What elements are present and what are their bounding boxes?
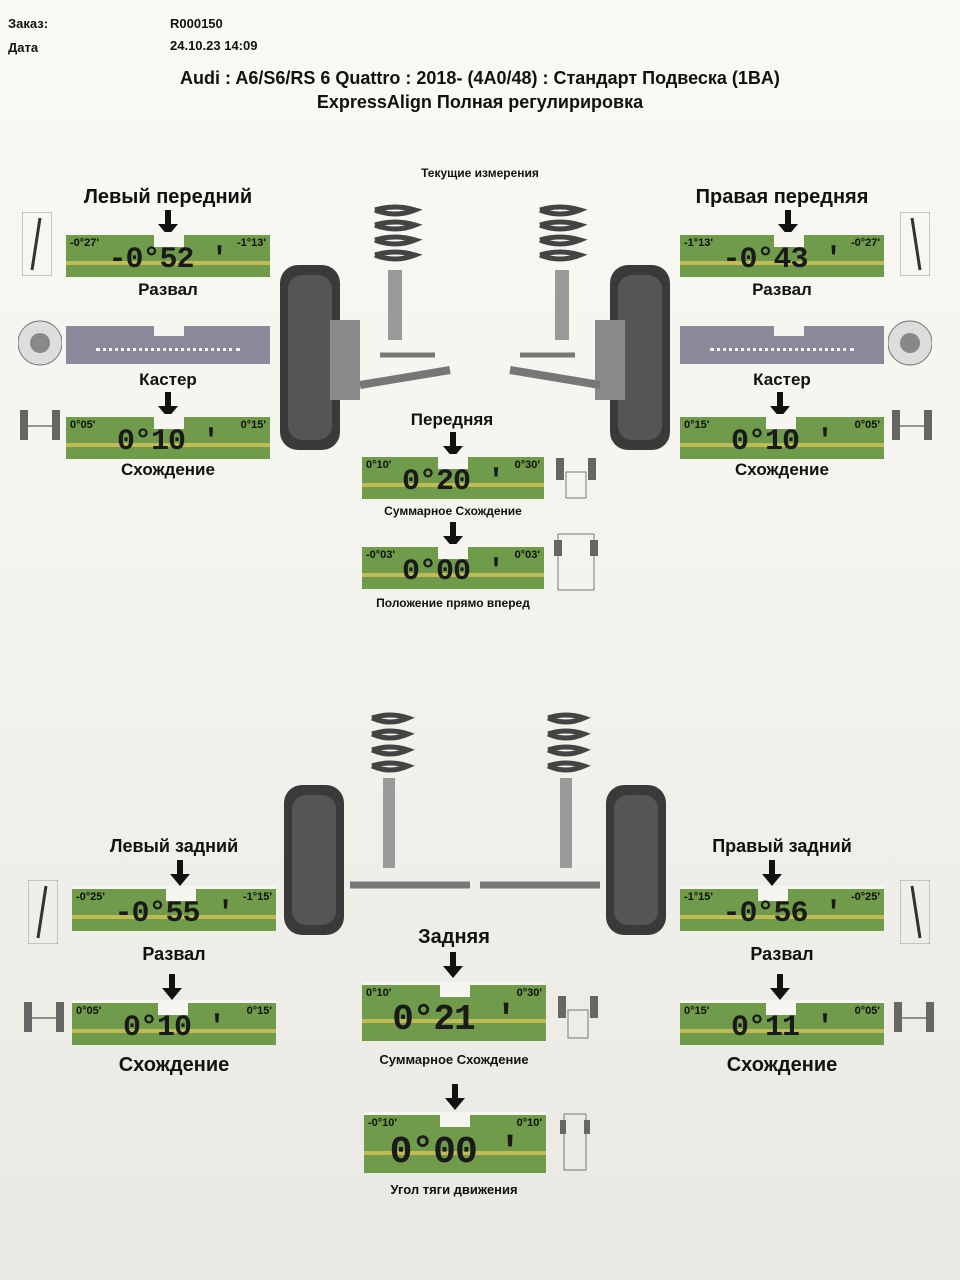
rear-left-toe-panel: 0°05' 0°15' 0°10 ' bbox=[72, 1000, 276, 1045]
rear-left-toe-caption: Схождение bbox=[118, 1054, 230, 1076]
caster-diagram-icon bbox=[888, 320, 932, 366]
caster-diagram-icon bbox=[18, 320, 62, 366]
total-toe-diagram-icon bbox=[556, 458, 596, 499]
rear-total-toe-panel: 0°10' 0°30' 0°21 ' bbox=[362, 982, 546, 1041]
front-left-title: Левый передний bbox=[83, 186, 253, 208]
straight-ahead-caption: Положение прямо вперед bbox=[376, 596, 530, 610]
front-right-camber-panel: -1°13' -0°27' -0°43 ' bbox=[680, 232, 884, 277]
rear-left-camber-caption: Развал bbox=[142, 944, 206, 964]
rear-right-toe-caption: Схождение bbox=[726, 1054, 838, 1076]
thrust-angle-caption: Угол тяги движения bbox=[390, 1182, 518, 1197]
camber-diagram-icon bbox=[900, 212, 930, 276]
front-left-camber-min: -0°27' bbox=[70, 237, 100, 249]
straight-ahead-value: 0°00 ' bbox=[401, 555, 505, 589]
thrust-angle-value: 0°00 ' bbox=[389, 1131, 522, 1173]
front-right-camber-caption: Развал bbox=[752, 280, 812, 299]
straight-ahead-min: -0°03' bbox=[366, 549, 396, 561]
rear-right-camber-value: -0°56 ' bbox=[722, 897, 842, 931]
rear-total-toe-min: 0°10' bbox=[366, 987, 392, 999]
order-number: R000150 bbox=[170, 16, 223, 31]
straight-ahead-panel: -0°03' 0°03' 0°00 ' bbox=[362, 544, 544, 589]
rear-left-camber-value: -0°55 ' bbox=[114, 897, 234, 931]
date-label: Дата bbox=[8, 40, 39, 55]
rear-right-camber-panel: -1°15' -0°25' -0°56 ' bbox=[680, 886, 884, 931]
straight-ahead-max: 0°03' bbox=[514, 549, 540, 561]
front-suspension-illustration bbox=[280, 204, 670, 450]
rear-left-camber-panel: -0°25' -1°15' -0°55 ' bbox=[72, 886, 276, 931]
straight-ahead-diagram-icon bbox=[554, 533, 598, 591]
front-left-camber-caption: Развал bbox=[138, 280, 198, 299]
rear-right-title: Правый задний bbox=[712, 836, 852, 856]
front-right-caster-panel bbox=[680, 326, 884, 364]
rear-total-toe-max: 0°30' bbox=[516, 987, 542, 999]
rear-right-toe-panel: 0°15' 0°05' 0°11 ' bbox=[680, 1000, 884, 1045]
camber-diagram-icon bbox=[900, 880, 930, 944]
front-left-toe-caption: Схождение bbox=[121, 460, 215, 479]
toe-diagram-icon bbox=[24, 1002, 64, 1032]
front-right-toe-value: 0°10 ' bbox=[730, 425, 834, 459]
front-total-toe-caption: Суммарное Схождение bbox=[384, 504, 522, 518]
rear-right-toe-max: 0°05' bbox=[854, 1005, 880, 1017]
front-total-toe-value: 0°20 ' bbox=[401, 465, 505, 499]
date-value: 24.10.23 14:09 bbox=[170, 38, 258, 53]
front-left-toe-value: 0°10 ' bbox=[116, 425, 220, 459]
thrust-angle-diagram-icon bbox=[560, 1113, 590, 1171]
front-left-toe-panel: 0°05' 0°15' 0°10 ' bbox=[66, 414, 270, 459]
front-right-toe-panel: 0°15' 0°05' 0°10 ' bbox=[680, 414, 884, 459]
front-left-camber-value: -0°52 ' bbox=[108, 243, 228, 277]
front-total-toe-panel: 0°10' 0°30' 0°20 ' bbox=[362, 454, 544, 499]
rear-left-title: Левый задний bbox=[109, 836, 239, 856]
front-left-toe-max: 0°15' bbox=[240, 419, 266, 431]
rear-axle-label: Задняя bbox=[418, 926, 490, 948]
rear-right-toe-min: 0°15' bbox=[684, 1005, 710, 1017]
front-left-caster-panel bbox=[66, 326, 270, 364]
front-right-camber-min: -1°13' bbox=[684, 237, 714, 249]
thrust-angle-panel: -0°10' 0°10' 0°00 ' bbox=[364, 1112, 546, 1173]
front-right-toe-min: 0°15' bbox=[684, 419, 710, 431]
front-left-caster-caption: Кастер bbox=[139, 370, 197, 389]
rear-left-toe-value: 0°10 ' bbox=[122, 1011, 226, 1045]
front-axle-label: Передняя bbox=[410, 410, 494, 429]
front-right-toe-max: 0°05' bbox=[854, 419, 880, 431]
thrust-angle-min: -0°10' bbox=[368, 1117, 398, 1129]
front-right-caster-caption: Кастер bbox=[753, 370, 811, 389]
procedure-title: ExpressAlign Полная регулирировка bbox=[316, 92, 644, 112]
thrust-angle-max: 0°10' bbox=[516, 1117, 542, 1129]
front-total-toe-max: 0°30' bbox=[514, 459, 540, 471]
front-total-toe-min: 0°10' bbox=[366, 459, 392, 471]
rear-left-camber-min: -0°25' bbox=[76, 891, 106, 903]
rear-right-toe-value: 0°11 ' bbox=[730, 1011, 834, 1045]
front-right-camber-value: -0°43 ' bbox=[722, 243, 842, 277]
front-left-camber-panel: -0°27' -1°13' -0°52 ' bbox=[66, 232, 270, 277]
front-left-toe-min: 0°05' bbox=[70, 419, 96, 431]
front-right-toe-caption: Схождение bbox=[735, 460, 829, 479]
rear-total-toe-caption: Суммарное Схождение bbox=[379, 1052, 529, 1067]
vehicle-title: Audi : A6/S6/RS 6 Quattro : 2018- (4A0/4… bbox=[180, 68, 780, 88]
rear-left-toe-max: 0°15' bbox=[246, 1005, 272, 1017]
toe-diagram-icon bbox=[20, 410, 60, 440]
rear-right-camber-caption: Развал bbox=[750, 944, 814, 964]
front-left-camber-max: -1°13' bbox=[236, 237, 266, 249]
camber-diagram-icon bbox=[28, 880, 58, 944]
front-right-camber-max: -0°27' bbox=[850, 237, 880, 249]
rear-left-camber-max: -1°15' bbox=[242, 891, 272, 903]
order-label: Заказ: bbox=[8, 16, 49, 31]
current-measurements-label: Текущие измерения bbox=[421, 166, 539, 180]
rear-right-camber-max: -0°25' bbox=[850, 891, 880, 903]
front-right-title: Правая передняя bbox=[695, 186, 869, 208]
toe-diagram-icon bbox=[894, 1002, 934, 1032]
rear-left-toe-min: 0°05' bbox=[76, 1005, 102, 1017]
rear-total-toe-value: 0°21 ' bbox=[392, 999, 517, 1040]
rear-suspension-illustration bbox=[284, 712, 666, 935]
rear-right-camber-min: -1°15' bbox=[684, 891, 714, 903]
total-toe-diagram-icon bbox=[558, 996, 598, 1039]
toe-diagram-icon bbox=[892, 410, 932, 440]
camber-diagram-icon bbox=[22, 212, 52, 276]
